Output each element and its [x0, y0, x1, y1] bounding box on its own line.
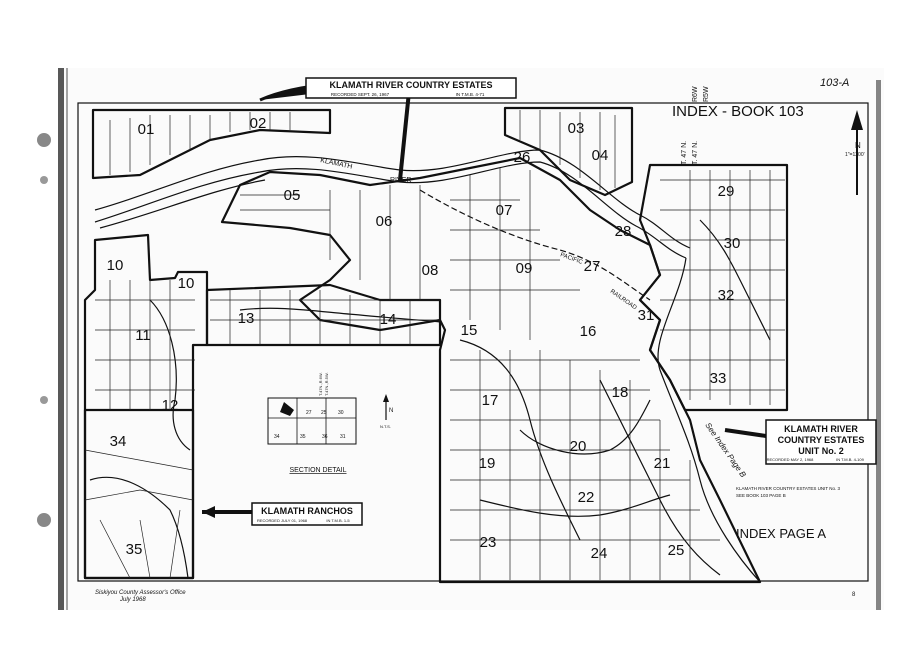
- block-number: 30: [724, 235, 741, 252]
- index-page-label: INDEX PAGE A: [736, 526, 826, 541]
- section-detail-title: SECTION DETAIL: [289, 467, 346, 474]
- north-arrow-icon: N: [851, 110, 863, 195]
- block-number: 15: [461, 322, 478, 339]
- block-number: 34: [110, 433, 127, 450]
- block-number: 23: [480, 534, 497, 551]
- block-number: 06: [376, 213, 393, 230]
- block-number: 01: [138, 121, 155, 138]
- binding-edge: [37, 68, 881, 610]
- index-title: INDEX - BOOK 103: [672, 103, 804, 120]
- block-number: 32: [718, 287, 735, 304]
- section-range-label: T.47N.,R.6W.: [318, 372, 323, 396]
- block-number: 19: [479, 455, 496, 472]
- block-number: 05: [284, 187, 301, 204]
- block-number: 35: [126, 541, 143, 558]
- top-estate-banner: KLAMATH RIVER COUNTRY ESTATES RECORDED S…: [259, 77, 517, 181]
- section-number: 25: [321, 410, 327, 416]
- unit2-reference: IN T.M.B. 4-109: [836, 457, 864, 462]
- block-number: 22: [578, 489, 595, 506]
- river-label: RIVER: [390, 177, 411, 184]
- block-number: 17: [482, 392, 499, 409]
- block-number: 02: [250, 115, 267, 132]
- township-label: T. 47 N.: [681, 141, 688, 165]
- block-number: 07: [496, 202, 513, 219]
- section-number: 34: [274, 434, 280, 440]
- railroad-line: [419, 189, 651, 301]
- block-number: 10: [178, 275, 195, 292]
- unit2-line2: COUNTRY ESTATES: [778, 435, 865, 445]
- block-number: 12: [162, 397, 179, 414]
- block-number: 11: [135, 327, 151, 344]
- section-number: 31: [340, 434, 346, 440]
- block-number: 26: [514, 149, 531, 166]
- block-number: 04: [592, 147, 609, 164]
- unit3-note: SEE BOOK 103 PAGE B: [736, 493, 786, 498]
- ranchos-reference: IN T.M.B. 1-5: [326, 518, 350, 523]
- section-number: 27: [306, 410, 312, 416]
- klamath-river: [94, 149, 761, 583]
- section-north: N: [389, 408, 393, 414]
- unit2-banner: KLAMATH RIVER COUNTRY ESTATES UNIT No. 2…: [724, 419, 877, 465]
- page-number: 103-A: [820, 77, 849, 89]
- township-labels: T. 47 N. T. 47 N. R6W R5W: [681, 86, 710, 165]
- section-number: 35: [300, 434, 306, 440]
- section-number: 36: [322, 434, 328, 440]
- banner-recorded: RECORDED SEPT. 26, 1967: [331, 92, 390, 97]
- block-number: 20: [570, 438, 587, 455]
- ranchos-banner: KLAMATH RANCHOS RECORDED JULY 01, 1968 I…: [202, 502, 363, 526]
- parcel-boundaries: [83, 106, 789, 584]
- township-label: T. 47 N.: [692, 141, 699, 165]
- ranchos-title: KLAMATH RANCHOS: [261, 506, 353, 516]
- unit2-recorded: RECORDED MAY 2, 1968: [767, 457, 815, 462]
- unit3-note: KLAMATH RIVER COUNTRY ESTATES UNIT No. 3: [736, 486, 841, 491]
- block-number: 09: [516, 260, 533, 277]
- section-number: 30: [338, 410, 344, 416]
- block-number: 08: [422, 262, 439, 279]
- assessor-date: July 1968: [119, 597, 146, 603]
- section-range-label: T.47N.,R.5W.: [324, 372, 329, 396]
- block-number: 13: [238, 310, 255, 327]
- block-number: 29: [718, 183, 735, 200]
- north-letter: N: [855, 141, 861, 150]
- ranchos-recorded: RECORDED JULY 01, 1968: [257, 518, 308, 523]
- map-scale: 1"=1200': [845, 152, 865, 158]
- block-number: 31: [638, 307, 655, 324]
- block-number: 33: [710, 370, 727, 387]
- block-number: 18: [612, 384, 629, 401]
- block-number: 14: [380, 311, 397, 328]
- block-numbers: 01 02 03 04 05 06 07 08 09 10 10 11 12 1…: [107, 115, 741, 562]
- assessor-office: Siskiyou County Assessor's Office: [95, 590, 186, 596]
- block-number: 21: [654, 455, 671, 472]
- section-detail: 27 25 30 34 35 36 31 T.47N.,R.6W. T.47N.…: [267, 372, 393, 474]
- banner-reference: IN T.M.B. 4-71: [456, 92, 485, 97]
- block-number: 10: [107, 257, 124, 274]
- unit2-line3: UNIT No. 2: [798, 446, 844, 456]
- unit2-line1: KLAMATH RIVER: [784, 424, 858, 434]
- block-number: 25: [668, 542, 685, 559]
- range-label: R5W: [703, 86, 710, 102]
- sheet-mark: 8: [852, 592, 856, 598]
- block-number: 27: [584, 258, 601, 275]
- block-number: 16: [580, 323, 597, 340]
- banner-title: KLAMATH RIVER COUNTRY ESTATES: [329, 80, 492, 90]
- block-number: 24: [591, 545, 608, 562]
- lot-lines: [84, 110, 785, 580]
- section-scale: N.T.S.: [380, 424, 391, 429]
- block-number: 28: [615, 223, 632, 240]
- range-label: R6W: [692, 86, 699, 102]
- block-number: 03: [568, 120, 585, 137]
